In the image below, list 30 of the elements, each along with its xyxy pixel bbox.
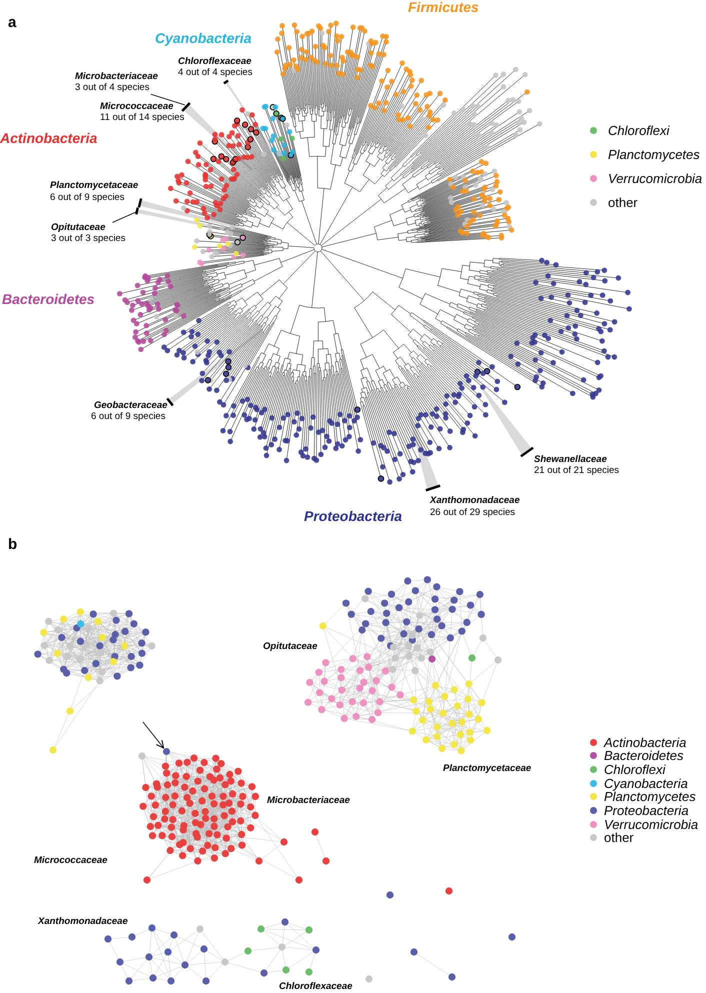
- phylum-label: Firmicutes: [408, 0, 479, 16]
- legend-label: Verrucomicrobia: [604, 816, 698, 832]
- panel-letter: a: [8, 14, 16, 32]
- family-name: Micrococcaceae: [34, 856, 108, 867]
- legend-label: Verrucomicrobia: [608, 170, 702, 186]
- legend-label: Actinobacteria: [604, 734, 686, 750]
- family-name: Xanthomonadaceae: [430, 496, 520, 507]
- family-name: Microbacteriaceae: [267, 796, 350, 807]
- panel-letter: b: [8, 536, 18, 554]
- legend-label: Cyanobacteria: [604, 776, 688, 791]
- legend-label: Chloroflexi: [604, 762, 666, 777]
- species-count: 6 out of 9 species: [50, 193, 124, 204]
- phylum-label: Proteobacteria: [304, 508, 402, 524]
- legend-label: Planctomycetes: [608, 146, 700, 162]
- arrow: [142, 722, 164, 748]
- family-name: Planctomycetaceae: [50, 181, 138, 192]
- family-name: Xanthomonadaceae: [38, 917, 128, 928]
- phylum-label: Actinobacteria: [0, 130, 98, 146]
- family-name: Opitutaceae: [51, 223, 106, 234]
- species-count: 26 out of 29 species: [430, 508, 516, 519]
- phylum-label: Bacteroidetes: [2, 291, 95, 308]
- legend-label: Bacteroidetes: [604, 748, 684, 764]
- species-count: 3 out of 3 species: [51, 234, 126, 245]
- family-name: Chloroflexaceae: [279, 982, 352, 993]
- legend-label: Proteobacteria: [604, 803, 689, 818]
- family-name: Planctomycetaceae: [443, 764, 532, 775]
- network-node: [162, 748, 170, 754]
- legend-label: other: [604, 830, 634, 846]
- family-name: Opitutaceae: [263, 642, 318, 653]
- legend-label: Planctomycetes: [604, 789, 696, 804]
